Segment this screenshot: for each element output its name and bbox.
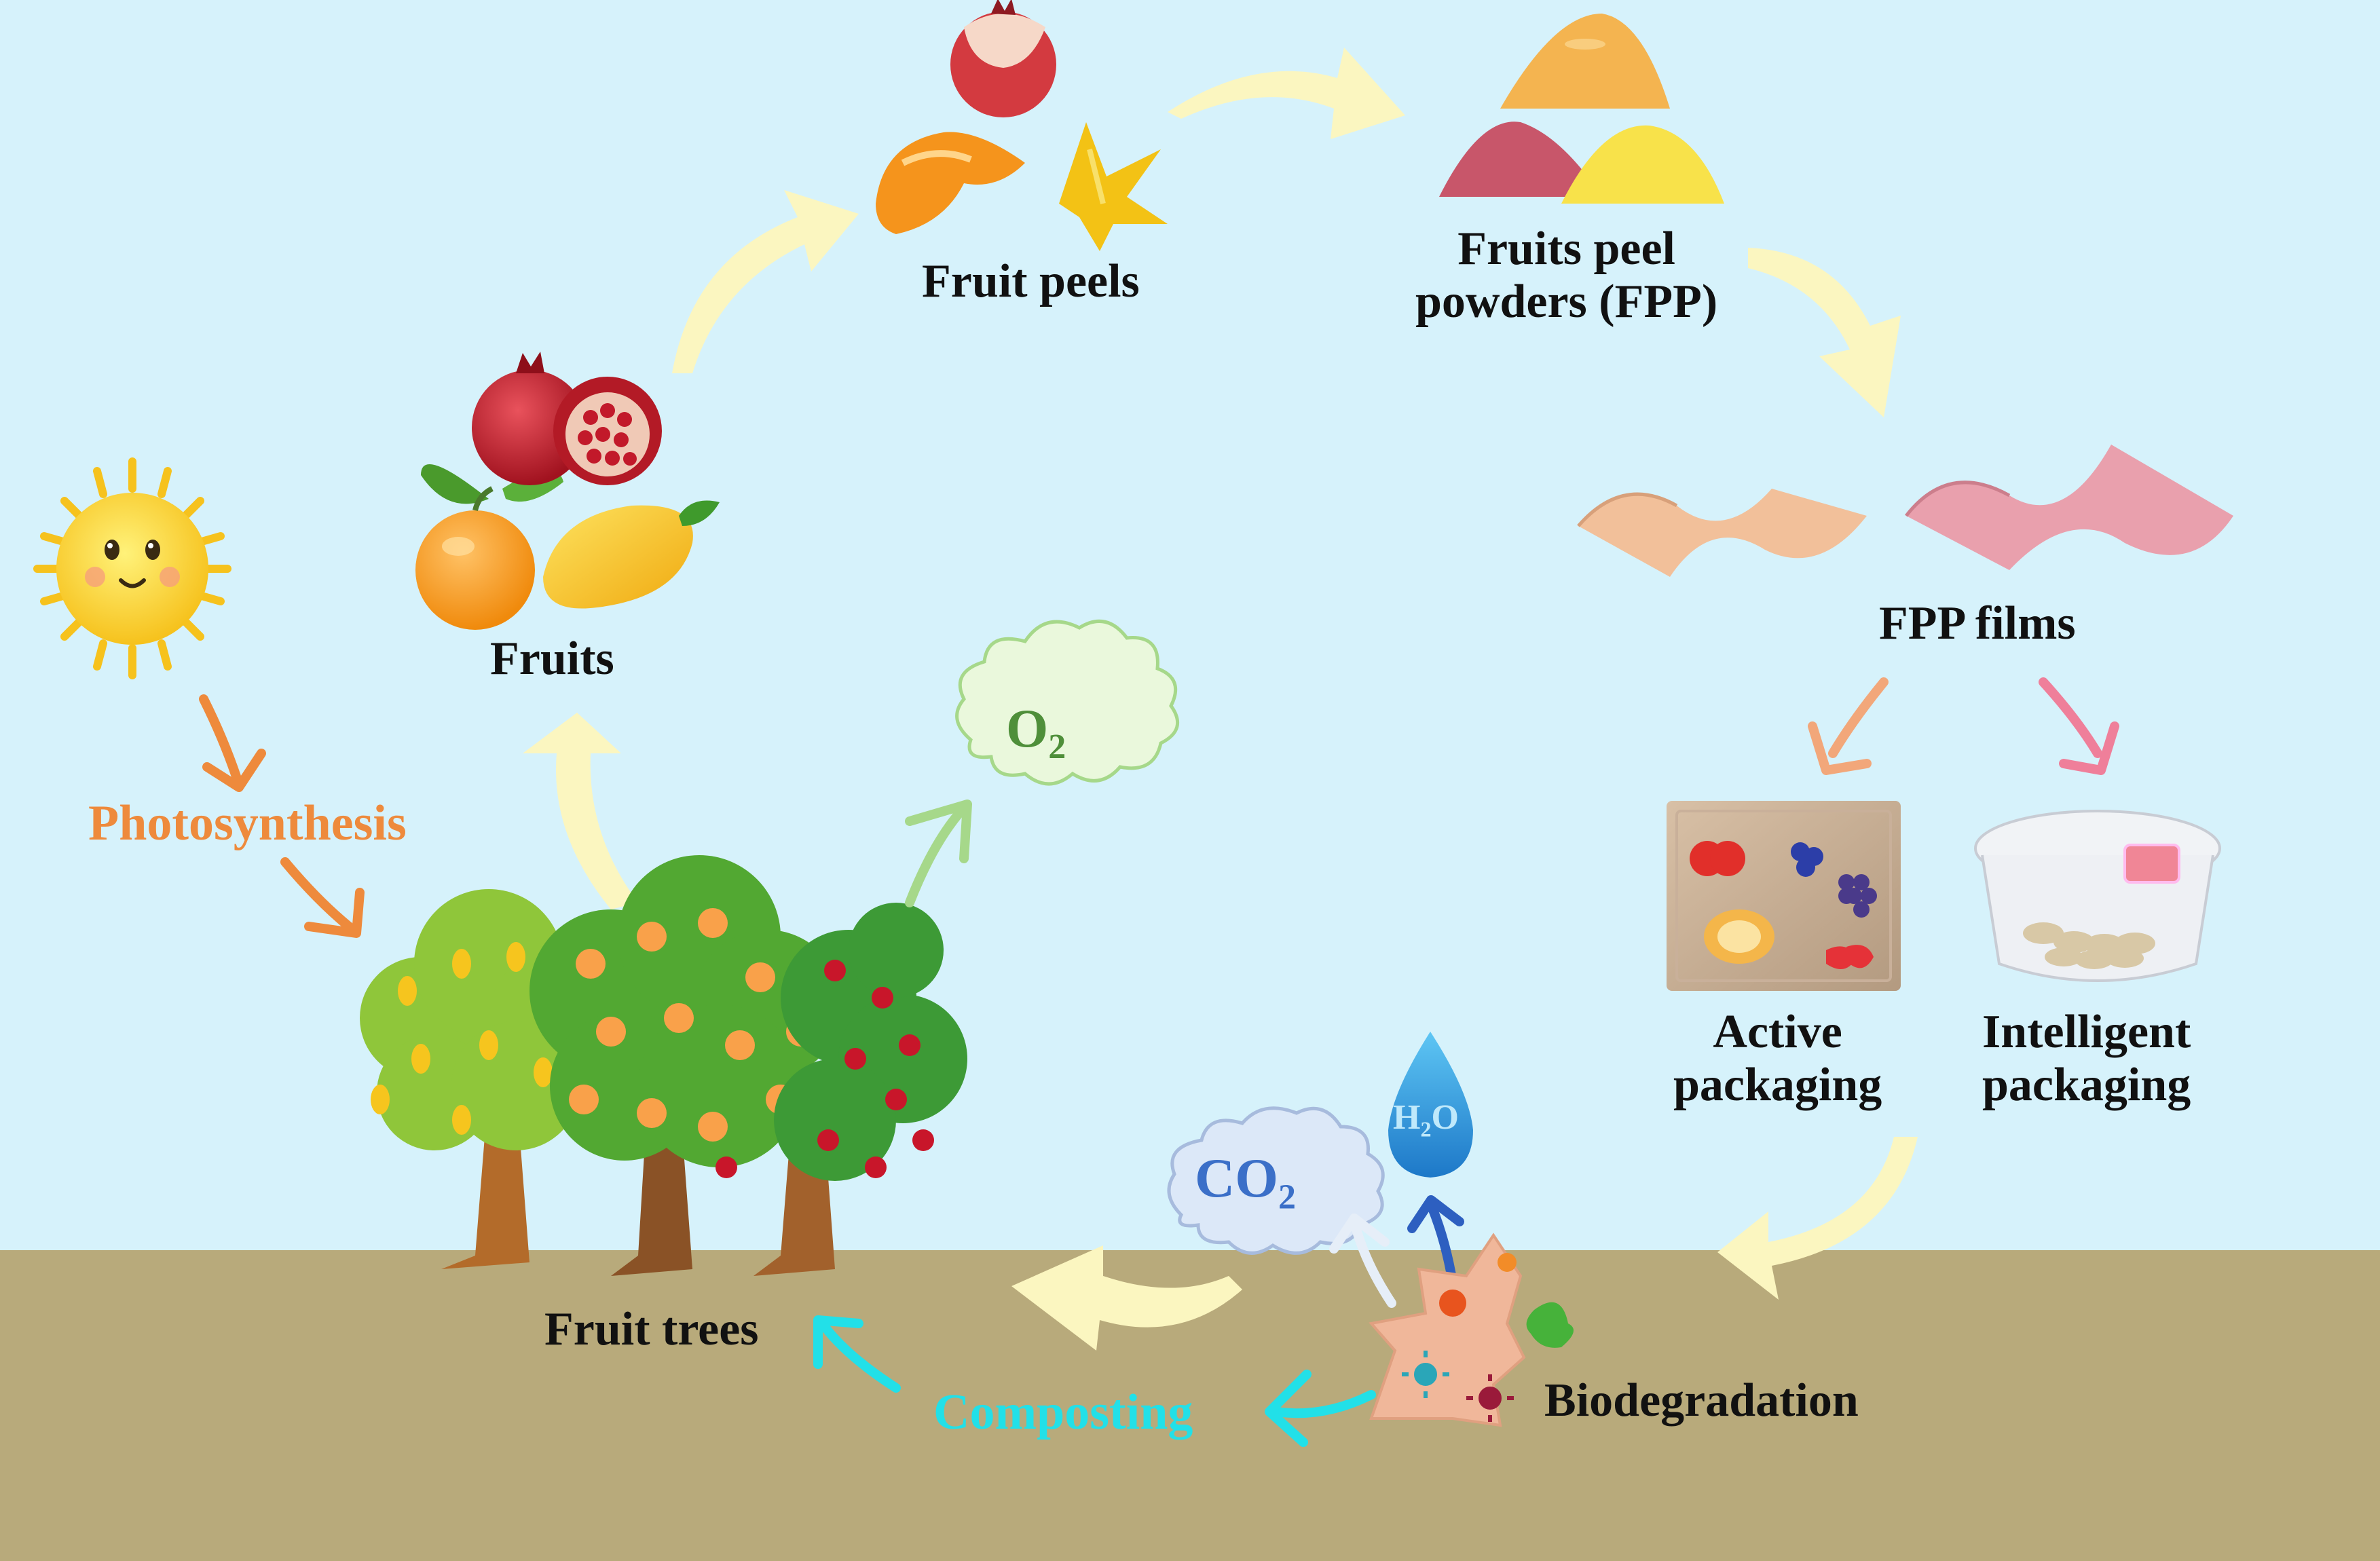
o2-formula: O2	[1006, 699, 1066, 767]
fruit-peels-illustration	[876, 0, 1168, 251]
label-fpp-powders: Fruits peel powders (FPP)	[1415, 223, 1717, 329]
label-photosynthesis: Photosynthesis	[88, 795, 407, 851]
co2-cloud	[1167, 1106, 1385, 1255]
label-fpp-powders-line2: powders (FPP)	[1415, 276, 1718, 328]
label-fruits: Fruits	[490, 633, 614, 685]
co2-sub: 2	[1278, 1178, 1296, 1217]
o2-cloud	[955, 619, 1179, 786]
water-drop-icon	[1388, 1032, 1473, 1178]
label-fpp-powders-line1: Fruits peel	[1457, 223, 1675, 275]
label-biodegradation: Biodegradation	[1544, 1374, 1859, 1427]
co2-main: CO	[1195, 1147, 1278, 1209]
active-packaging-illustration	[1667, 801, 1901, 991]
film-to-packaging-arrows	[1808, 677, 2119, 775]
label-intelligent-line1: Intelligent	[1982, 1006, 2191, 1058]
sun-icon	[33, 457, 231, 679]
label-composting: Composting	[933, 1385, 1193, 1440]
biodegradation-illustration	[1369, 1233, 1574, 1427]
h2o-formula: H2O	[1393, 1098, 1459, 1142]
cycle-arrows	[523, 48, 1918, 1351]
intelligent-packaging-illustration	[1974, 810, 2221, 982]
label-fruit-peels: Fruit peels	[922, 255, 1140, 307]
o2-main: O	[1006, 699, 1049, 759]
h2o-h: H	[1393, 1098, 1421, 1137]
o2-release-arrow	[905, 800, 972, 907]
fpp-films-illustration	[1577, 445, 2233, 577]
label-fpp-films: FPP films	[1879, 597, 2076, 650]
label-fruit-trees: Fruit trees	[544, 1303, 759, 1355]
label-active-line2: packaging	[1673, 1059, 1882, 1112]
label-active-packaging: Active packaging	[1673, 1006, 1882, 1112]
h2o-o: O	[1431, 1098, 1459, 1137]
label-intelligent-line2: packaging	[1982, 1059, 2191, 1112]
co2-formula: CO2	[1195, 1147, 1296, 1218]
h2o-sub: 2	[1420, 1116, 1432, 1142]
o2-sub: 2	[1048, 728, 1066, 766]
label-active-line1: Active	[1713, 1006, 1842, 1058]
photosynthesis-arrows	[199, 694, 365, 938]
fruit-trees-illustration	[360, 855, 967, 1276]
label-intelligent-packaging: Intelligent packaging	[1982, 1006, 2191, 1112]
fruits-illustration	[415, 352, 720, 630]
composting-arrows	[813, 1315, 1376, 1447]
powder-piles-illustration	[1439, 14, 1724, 204]
